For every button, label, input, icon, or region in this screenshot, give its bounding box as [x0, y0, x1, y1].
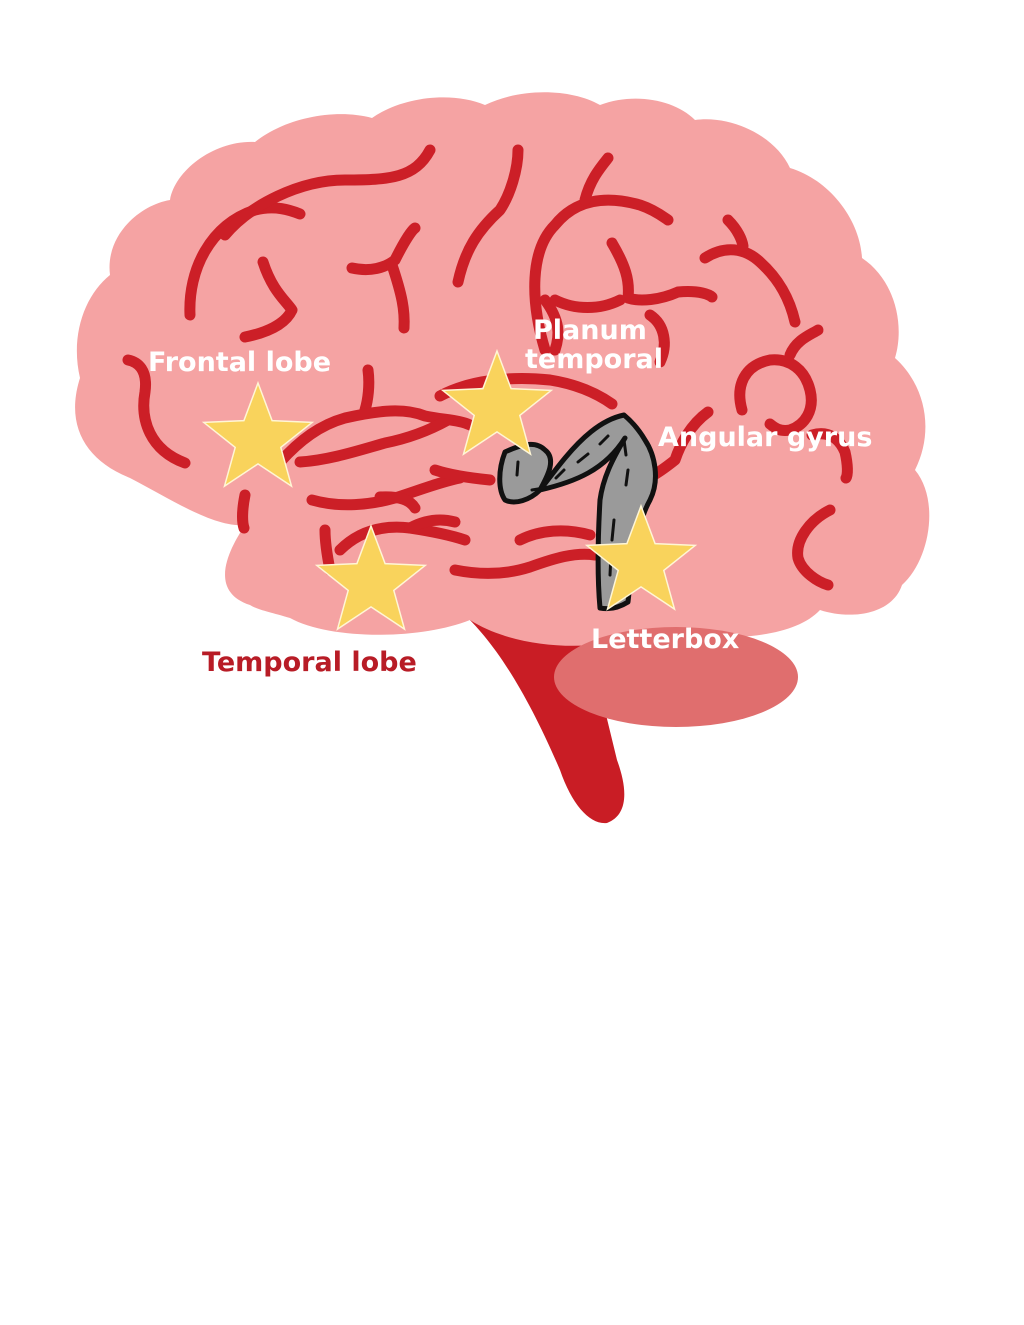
- star-icon: [314, 523, 428, 631]
- stars-group: [201, 348, 698, 631]
- cerebellum: [554, 627, 798, 727]
- star-icon: [440, 348, 554, 456]
- star-icon: [584, 503, 698, 611]
- brain-sulci: [122, 144, 853, 591]
- star-icon: [201, 380, 315, 488]
- label-planum-temporal-line1: Planum: [533, 315, 647, 346]
- label-temporal-lobe: Temporal lobe: [202, 647, 417, 678]
- label-frontal-lobe: Frontal lobe: [148, 347, 331, 378]
- label-letterbox: Letterbox: [591, 624, 739, 655]
- label-planum-temporal-line2: temporal: [525, 344, 663, 375]
- label-angular-gyrus: Angular gyrus: [658, 422, 872, 453]
